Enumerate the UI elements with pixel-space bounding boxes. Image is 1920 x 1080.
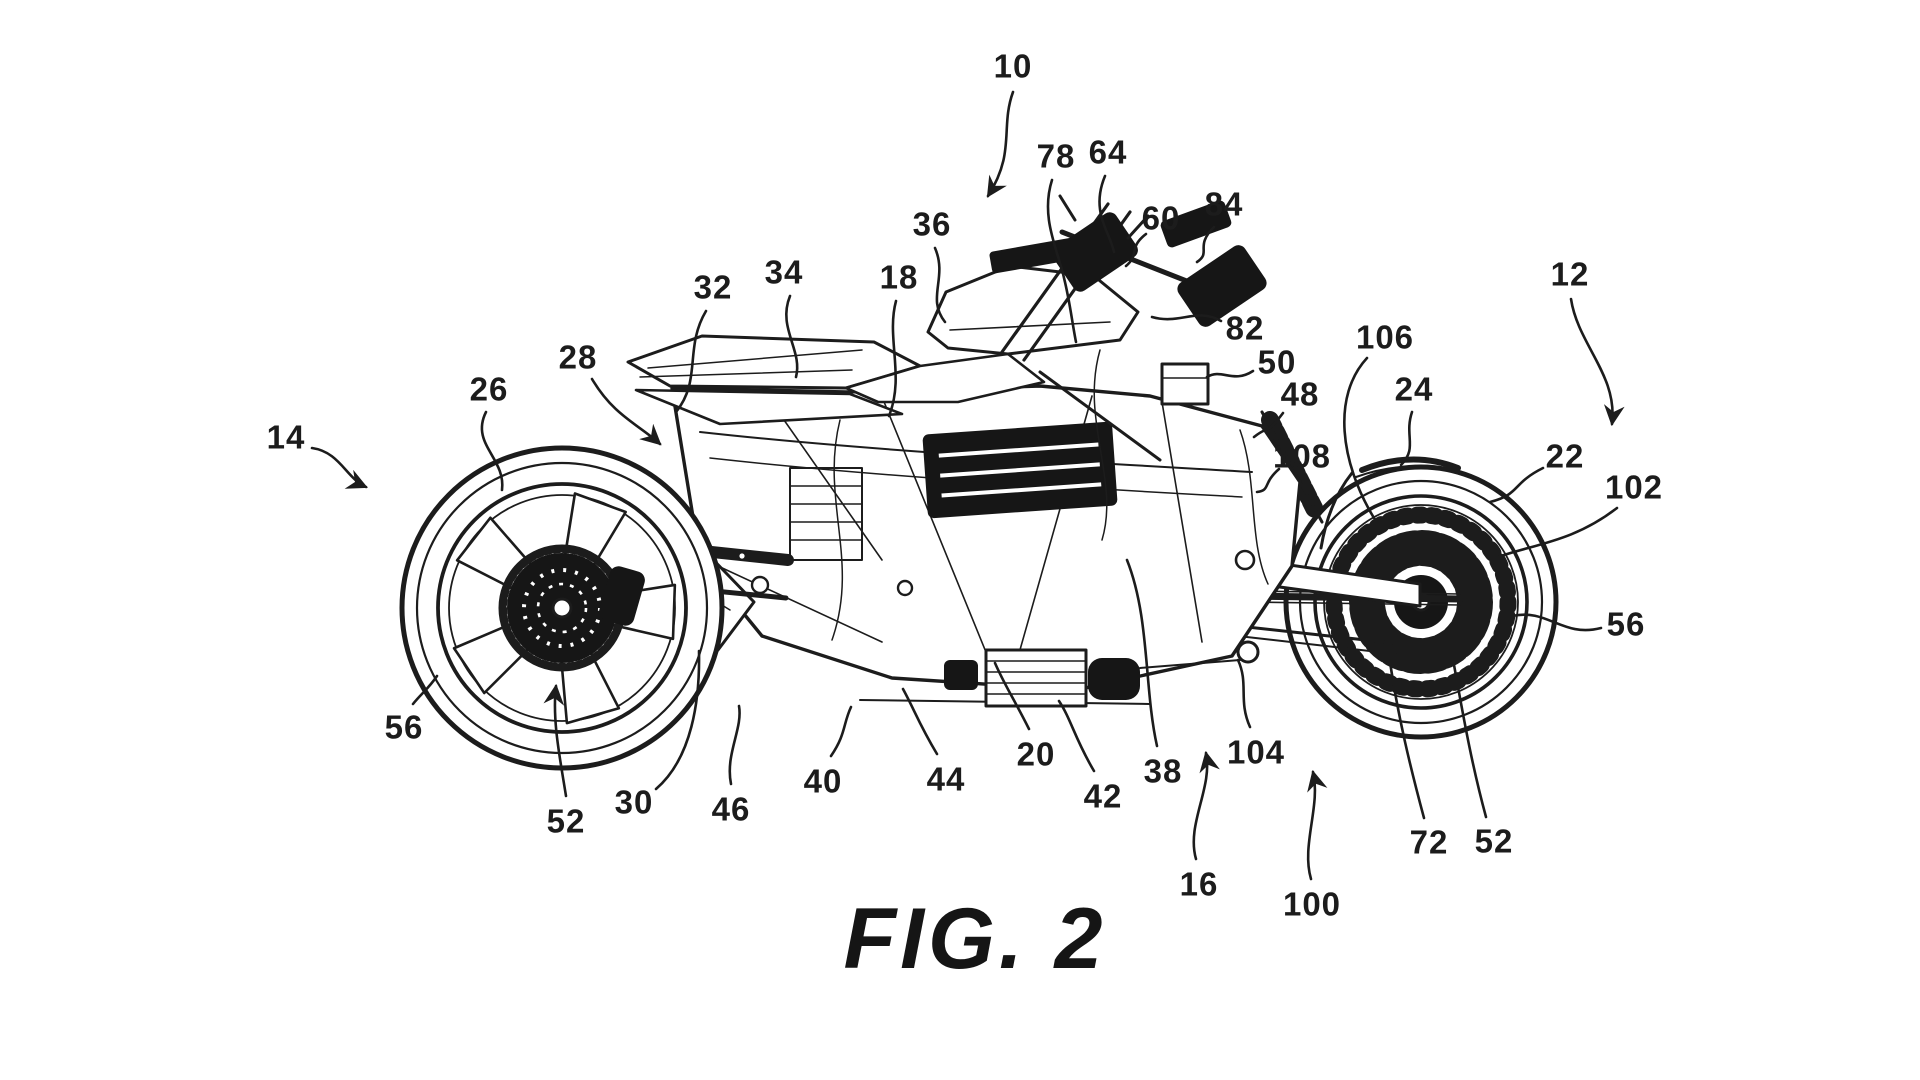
ref-label-46-32: 46 bbox=[712, 791, 751, 828]
leader-line-42-28 bbox=[1059, 701, 1094, 771]
ref-label-78-1: 78 bbox=[1037, 138, 1076, 175]
ref-label-20-29: 20 bbox=[1017, 736, 1056, 773]
leader-line-46-32 bbox=[730, 706, 740, 784]
ref-label-60-3: 60 bbox=[1142, 200, 1181, 237]
ref-label-10-0: 10 bbox=[994, 48, 1033, 85]
ref-label-16-25: 16 bbox=[1180, 866, 1219, 903]
ref-label-36-6: 36 bbox=[913, 206, 952, 243]
ref-label-26-11: 26 bbox=[470, 371, 509, 408]
leader-line-106-16 bbox=[1344, 358, 1374, 518]
ref-label-32-9: 32 bbox=[694, 269, 733, 306]
leader-line-22-19 bbox=[1490, 468, 1543, 502]
ref-label-24-17: 24 bbox=[1395, 371, 1434, 408]
ref-label-100-24: 100 bbox=[1283, 886, 1341, 923]
leader-line-50-13 bbox=[1207, 371, 1253, 377]
ref-label-104-26: 104 bbox=[1227, 734, 1285, 771]
ref-label-82-5: 82 bbox=[1226, 310, 1265, 347]
ref-label-64-2: 64 bbox=[1089, 134, 1128, 171]
ref-label-28-10: 28 bbox=[559, 339, 598, 376]
leader-line-44-30 bbox=[903, 689, 937, 754]
leader-line-28-10 bbox=[592, 379, 660, 444]
engine-block bbox=[922, 421, 1117, 518]
ref-label-102-20: 102 bbox=[1605, 469, 1663, 506]
ref-label-44-30: 44 bbox=[927, 761, 966, 798]
ref-label-106-16: 106 bbox=[1356, 319, 1414, 356]
leader-line-16-25 bbox=[1194, 753, 1207, 859]
ref-label-40-31: 40 bbox=[804, 763, 843, 800]
leader-line-14-12 bbox=[312, 448, 366, 487]
leader-line-10-0 bbox=[988, 92, 1013, 196]
ref-label-14-12: 14 bbox=[267, 419, 306, 456]
ref-label-52-23: 52 bbox=[1475, 823, 1514, 860]
ref-label-108-15: 108 bbox=[1273, 438, 1331, 475]
reservoir-box bbox=[1162, 364, 1208, 404]
ref-label-56-35: 56 bbox=[385, 709, 424, 746]
ref-label-56-21: 56 bbox=[1607, 606, 1646, 643]
front-wheel bbox=[402, 448, 722, 768]
ref-label-34-8: 34 bbox=[765, 254, 804, 291]
ref-label-48-14: 48 bbox=[1281, 376, 1320, 413]
ref-label-72-22: 72 bbox=[1410, 824, 1449, 861]
leader-line-104-26 bbox=[1238, 660, 1250, 727]
ref-label-52-34: 52 bbox=[547, 803, 586, 840]
ref-label-18-7: 18 bbox=[880, 259, 919, 296]
ref-label-38-27: 38 bbox=[1144, 753, 1183, 790]
leader-line-100-24 bbox=[1308, 772, 1315, 879]
leader-line-12-18 bbox=[1571, 299, 1613, 424]
figure-caption: FIG. 2 bbox=[844, 891, 1107, 987]
ref-label-84-4: 84 bbox=[1205, 186, 1244, 223]
leader-line-40-31 bbox=[831, 707, 851, 756]
ref-label-30-33: 30 bbox=[615, 784, 654, 821]
muffler-pod bbox=[1088, 658, 1140, 700]
ref-label-42-28: 42 bbox=[1084, 778, 1123, 815]
ref-label-12-18: 12 bbox=[1551, 256, 1590, 293]
ref-label-22-19: 22 bbox=[1546, 438, 1585, 475]
